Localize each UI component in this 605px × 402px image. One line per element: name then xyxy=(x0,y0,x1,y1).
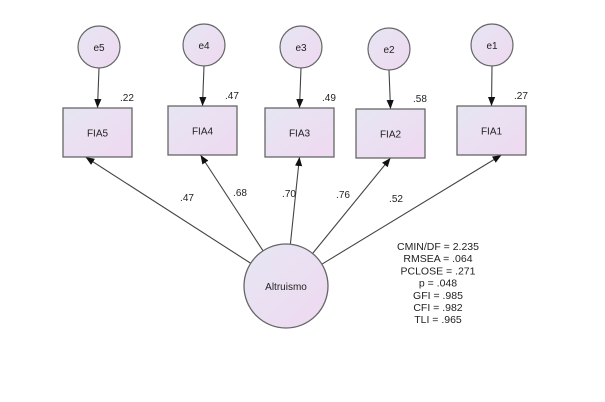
fit-stat-line: PCLOSE = .271 xyxy=(400,265,475,277)
loading-fia4: .68 xyxy=(233,188,247,199)
loading-fia1: .52 xyxy=(389,194,403,205)
fit-stat-line: GFI = .985 xyxy=(413,290,463,302)
error-node-e3: e3 xyxy=(279,25,323,69)
loading-path-fia2 xyxy=(312,157,391,254)
fit-stat-line: p = .048 xyxy=(419,278,457,290)
fit-stat-line: CMIN/DF = 2.235 xyxy=(397,241,479,253)
fit-stat-line: TLI = .965 xyxy=(414,314,462,326)
fit-stat-line: CFI = .982 xyxy=(413,302,462,314)
indicator-box xyxy=(456,105,527,156)
indicator-fia2: FIA2 xyxy=(355,108,426,159)
r-squared-fia3: .49 xyxy=(322,93,336,104)
loading-fia2: .76 xyxy=(336,190,350,201)
error-circle xyxy=(77,25,121,69)
loading-path-fia4 xyxy=(200,154,264,252)
error-label: e5 xyxy=(93,43,105,54)
error-label: e2 xyxy=(383,45,395,56)
error-circle xyxy=(182,23,226,67)
indicator-fia5: FIA5 xyxy=(62,107,133,158)
loading-fia5: .47 xyxy=(180,193,194,204)
r-squared-fia1: .27 xyxy=(514,91,528,102)
latent-altruismo: Altruismo xyxy=(243,243,329,329)
error-label: e3 xyxy=(295,43,307,54)
indicator-label: FIA1 xyxy=(481,127,503,138)
indicator-label: FIA4 xyxy=(192,127,214,138)
error-path-e2 xyxy=(386,69,394,110)
error-path-e1 xyxy=(488,65,496,107)
indicator-box xyxy=(264,107,335,158)
indicator-label: FIA3 xyxy=(289,129,311,140)
fit-stat-line: RMSEA = .064 xyxy=(403,253,472,265)
error-label: e1 xyxy=(486,41,498,52)
indicator-fia1: FIA1 xyxy=(456,105,527,156)
error-node-e5: e5 xyxy=(77,25,121,69)
indicator-box xyxy=(355,108,426,159)
indicator-box xyxy=(167,105,238,156)
indicator-fia4: FIA4 xyxy=(167,105,238,156)
indicator-box xyxy=(62,107,133,158)
error-circle xyxy=(367,27,411,71)
indicator-label: FIA5 xyxy=(87,129,109,140)
error-circle xyxy=(279,25,323,69)
error-path-e5 xyxy=(94,67,102,109)
error-circle xyxy=(470,23,514,67)
error-node-e2: e2 xyxy=(367,27,411,71)
loading-path-fia3 xyxy=(289,156,303,245)
loading-fia3: .70 xyxy=(282,189,296,200)
loading-path-fia1 xyxy=(321,154,502,265)
indicator-fia3: FIA3 xyxy=(264,107,335,158)
latent-circle xyxy=(243,243,329,329)
r-squared-fia4: .47 xyxy=(225,91,239,102)
error-label: e4 xyxy=(198,41,210,52)
r-squared-fia2: .58 xyxy=(413,94,427,105)
latent-label: Altruismo xyxy=(265,282,307,293)
r-squared-fia5: .22 xyxy=(120,93,134,104)
indicator-label: FIA2 xyxy=(380,130,402,141)
error-path-e3 xyxy=(296,67,304,109)
error-path-e4 xyxy=(199,65,207,107)
error-node-e4: e4 xyxy=(182,23,226,67)
loading-path-fia5 xyxy=(85,156,251,264)
error-node-e1: e1 xyxy=(470,23,514,67)
